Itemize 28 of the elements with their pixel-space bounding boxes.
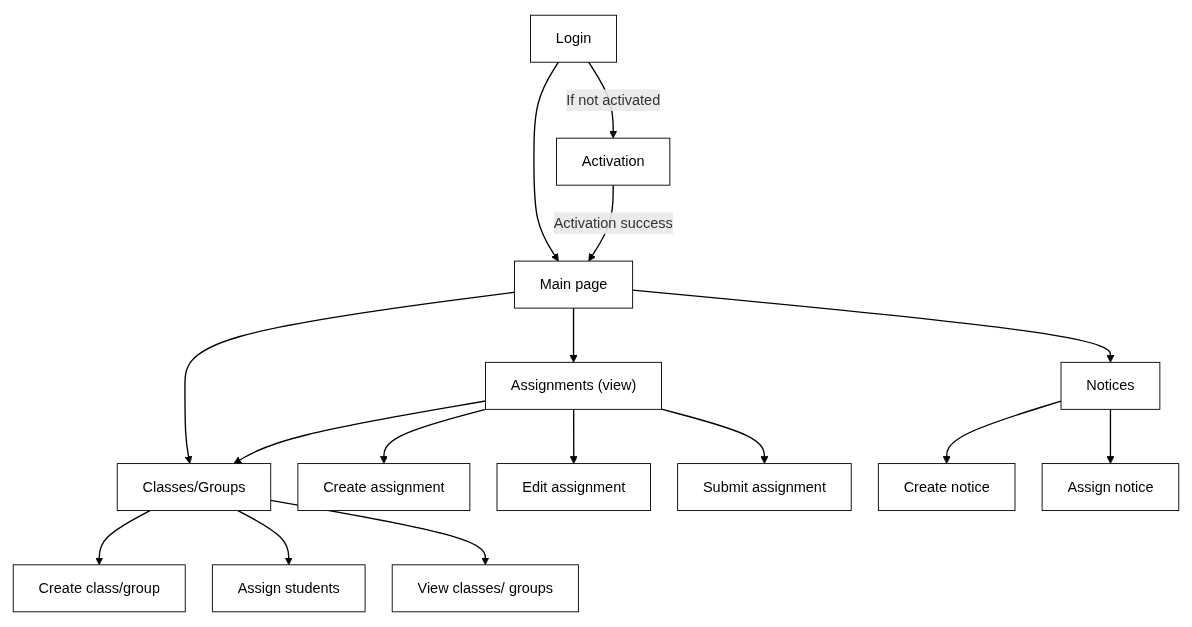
- node-box: Submit assignment: [677, 463, 852, 511]
- node-box: Create assignment: [297, 463, 471, 511]
- node-box: View classes/ groups: [391, 564, 579, 613]
- arrow: [569, 408, 578, 464]
- node-box: Edit assignment: [496, 463, 651, 511]
- node-box: Login: [530, 14, 617, 63]
- node-box: Activation: [556, 137, 671, 186]
- node-box: Assign notice: [1041, 463, 1180, 511]
- arrow: [660, 408, 769, 464]
- arrow: [533, 61, 560, 262]
- edge-label: If not activated: [566, 92, 661, 108]
- arrow: [631, 289, 1115, 363]
- arrow: [95, 509, 151, 566]
- arrow: [1106, 408, 1115, 464]
- node-box: Create notice: [877, 463, 1016, 511]
- arrow: [942, 400, 1062, 464]
- node-box: Notices: [1060, 361, 1161, 410]
- arrow: [379, 408, 487, 464]
- node-box: Main page: [514, 260, 634, 309]
- arrow: [569, 307, 578, 363]
- edge-label: Activation success: [553, 214, 673, 231]
- node-box: Assignments (view): [485, 361, 662, 410]
- node-box: Create class/group: [12, 564, 186, 613]
- arrow: [237, 509, 293, 566]
- arrow: [233, 400, 487, 464]
- node-box: Classes/Groups: [116, 463, 272, 511]
- arrow: [184, 291, 516, 464]
- node-box: Assign students: [211, 564, 366, 613]
